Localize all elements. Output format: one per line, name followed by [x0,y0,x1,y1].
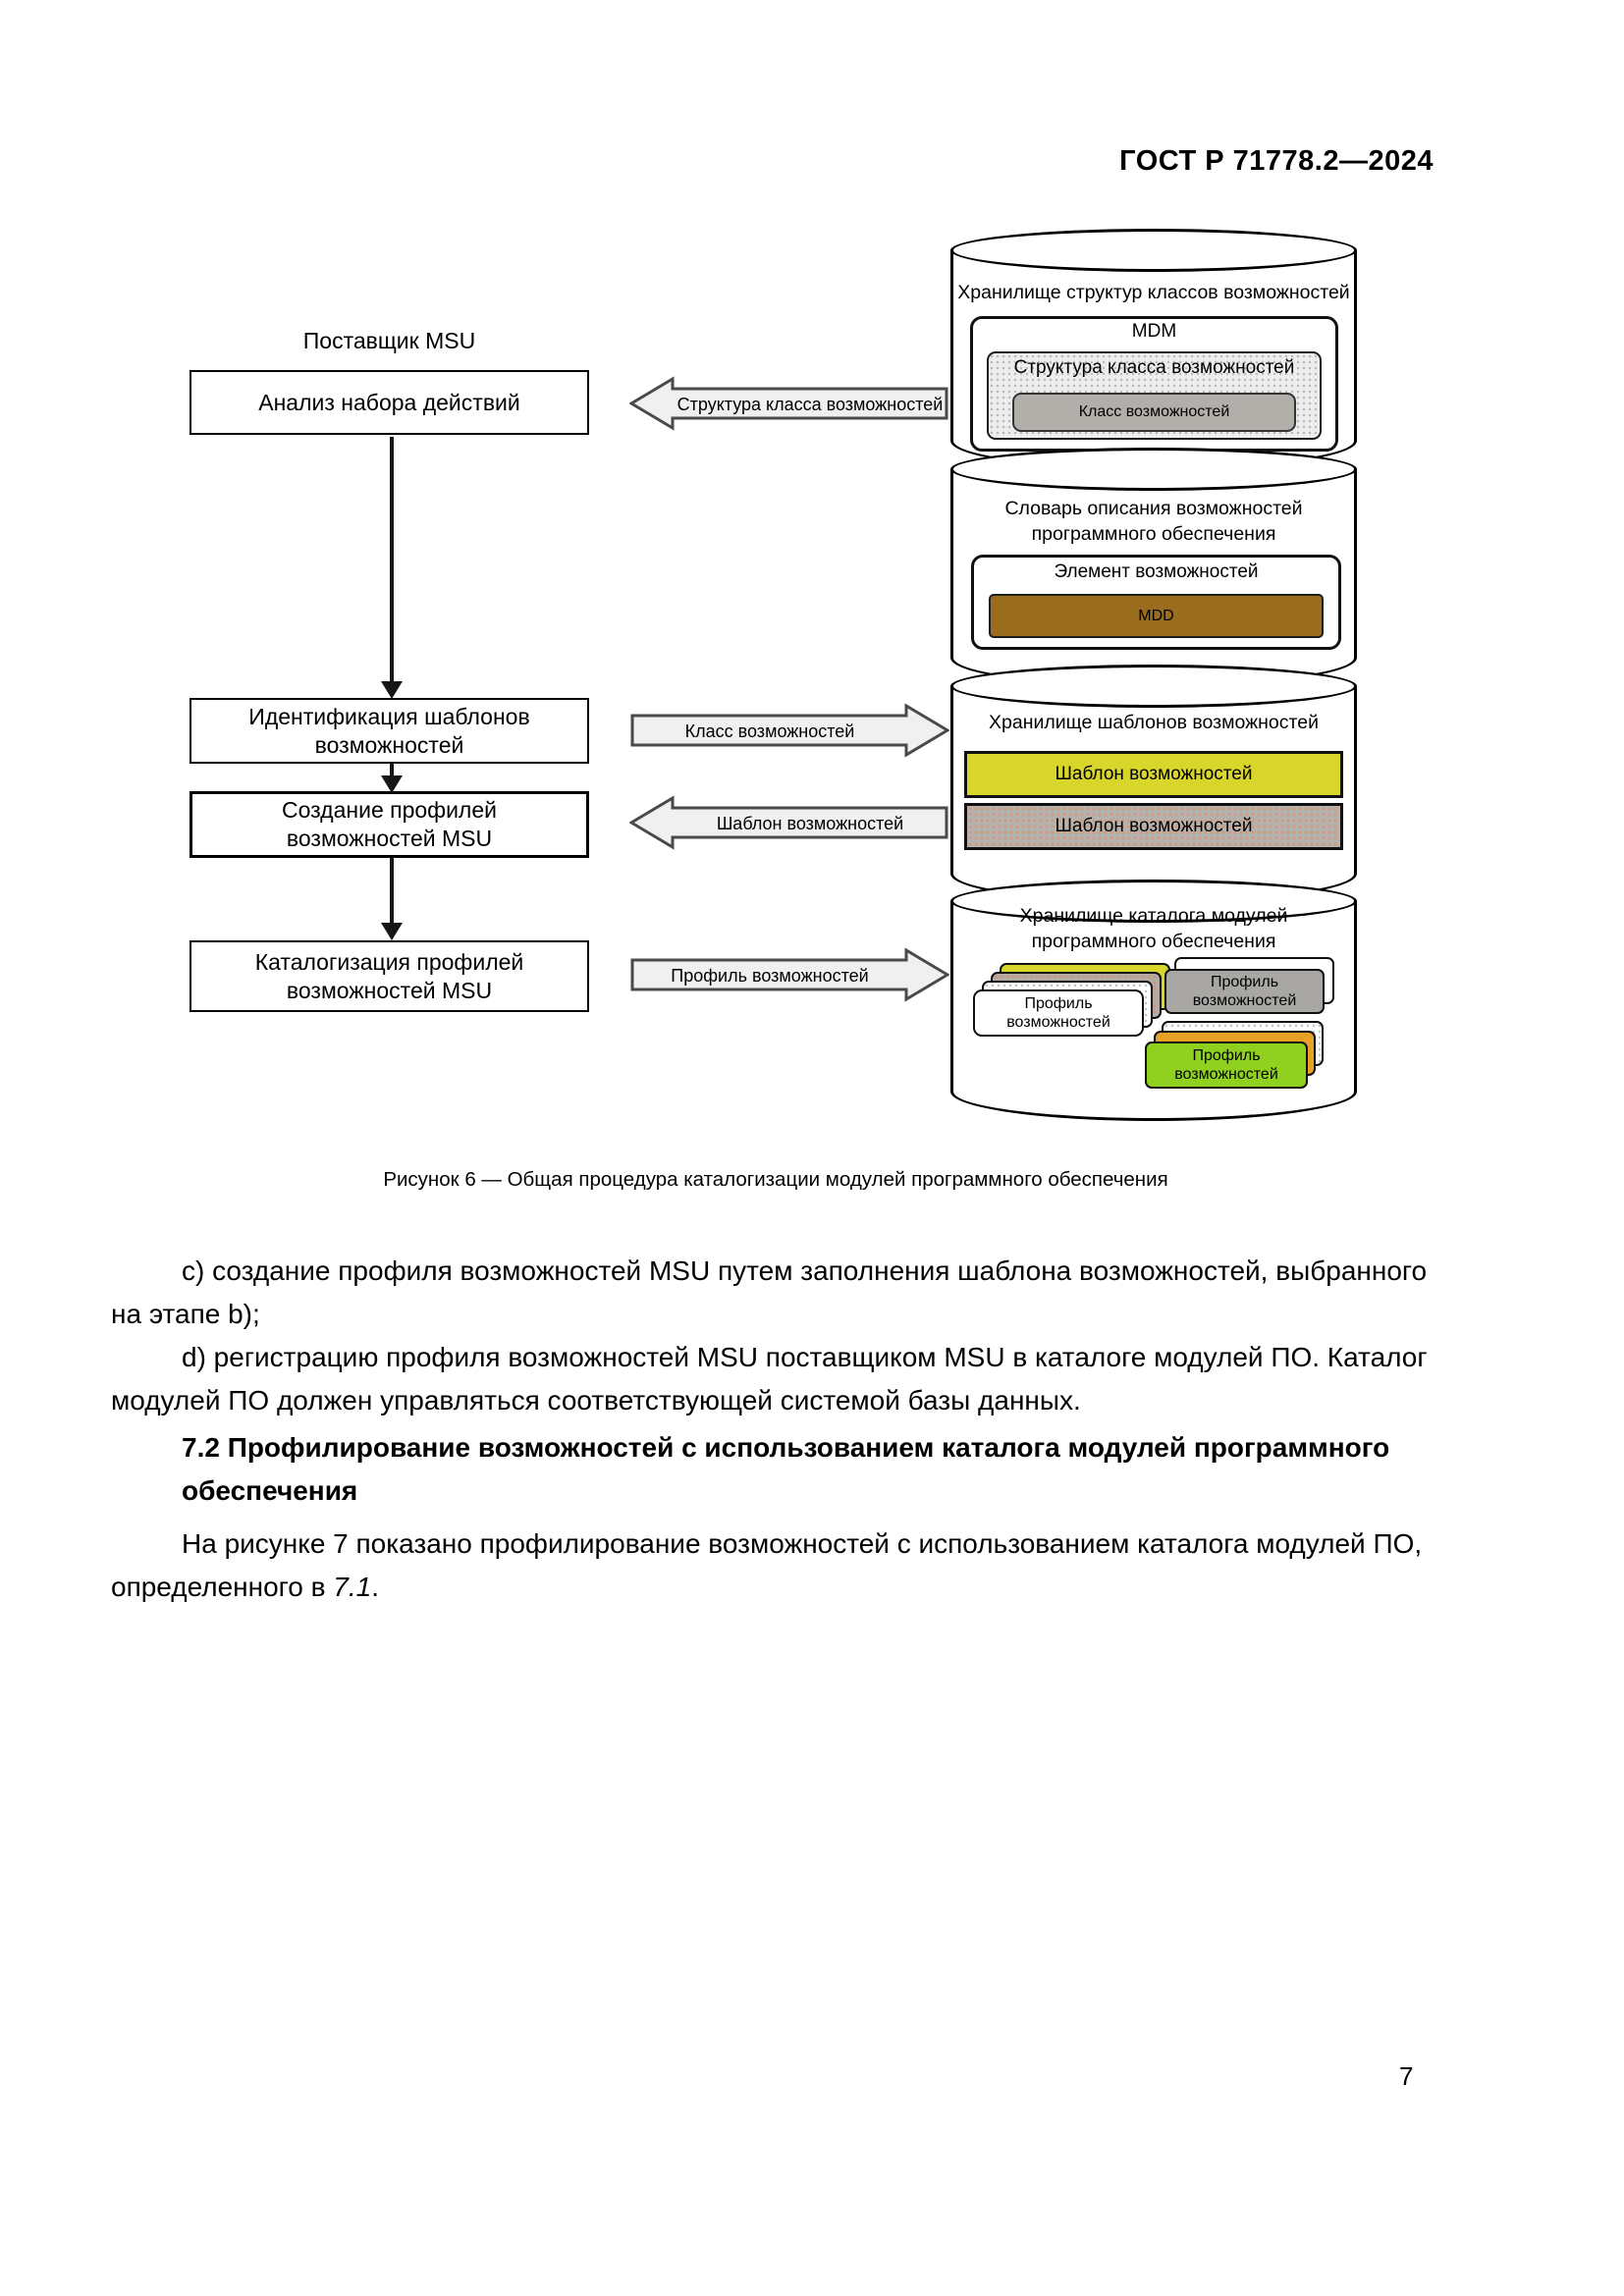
process-box-label: Идентификация шаблонов возможностей [248,703,530,758]
process-box-identification: Идентификация шаблонов возможностей [189,698,589,764]
mdm-box: MDM Структура класса возможностей Класс … [970,316,1338,452]
list-item-d-line2: модулей ПО должен управляться соответств… [111,1385,1081,1415]
class-label: Класс возможностей [1078,403,1230,420]
arrow-shape [630,947,949,1002]
store-catalog: Хранилище каталога модулей программного … [950,880,1357,1121]
process-box-label: Создание профилей возможностей MSU [282,797,497,851]
down-arrow-3-line [390,858,394,925]
store-title: Хранилище шаблонов возможностей [989,712,1319,733]
structure-class-box: Структура класса возможностей Класс возм… [987,351,1322,440]
flow-arrow-label: Класс возможностей [685,721,855,741]
para-figure-7-line1: На рисунке 7 показано профилирование воз… [182,1528,1423,1559]
store-title-line1: Словарь описания возможностей [1004,498,1303,519]
clause-ref-7-1: 7.1 [333,1572,372,1602]
mdd-label: MDD [1138,607,1174,624]
down-arrow-1-icon [381,681,403,699]
profile-card-label: Профиль возможностей [1192,974,1297,1009]
process-box-label: Каталогизация профилей возможностей MSU [254,948,524,1003]
section-heading-7-2-line1: 7.2 Профилирование возможностей с исполь… [182,1432,1390,1463]
template-box-gray: Шаблон возможностей [964,803,1343,850]
store-title-line1: Хранилище каталога модулей [1019,905,1288,927]
cylinder-cap [950,665,1357,708]
para-figure-7-line2: определенного в 7.1. [111,1571,1525,1604]
profile-card-white: Профиль возможностей [973,989,1144,1037]
down-arrow-1-line [390,437,394,683]
flow-arrow-profile-right-icon: Профиль возможностей [630,947,949,1002]
down-arrow-3-icon [381,923,403,940]
structure-class-label: Структура класса возможностей [1013,357,1295,378]
process-box-cataloging: Каталогизация профилей возможностей MSU [189,940,589,1012]
profile-card-green: Профиль возможностей [1145,1041,1308,1089]
flow-arrow-class-right-icon: Класс возможностей [630,703,949,758]
flow-arrow-structure-left-icon: Структура класса возможностей [629,376,948,431]
document-code-header: ГОСТ Р 71778.2—2024 [1119,145,1434,177]
arrow-shape [629,795,948,850]
flow-arrow-label: Шаблон возможностей [717,814,903,833]
profile-card-gray: Профиль возможностей [1164,969,1325,1014]
profile-card-label: Профиль возможностей [1174,1047,1278,1083]
supplier-msu-label: Поставщик MSU [302,328,476,353]
process-box-analysis: Анализ набора действий [189,370,589,435]
mdm-label: MDM [1131,321,1177,342]
flow-arrow-template-left-icon: Шаблон возможностей [629,795,948,850]
figure-caption: Рисунок 6 — Общая процедура каталогизаци… [383,1168,1168,1191]
element-box: Элемент возможностей MDD [971,555,1341,650]
store-dictionary: Словарь описания возможностей программно… [950,448,1357,687]
cylinder-cap [950,229,1357,272]
process-box-label: Анализ набора действий [258,389,520,415]
section-heading-7-2-line2: обеспечения [182,1475,358,1506]
store-templates: Хранилище шаблонов возможностей Шаблон в… [950,665,1357,903]
flow-arrow-label: Профиль возможностей [671,966,868,986]
class-box: Класс возможностей [1012,393,1296,432]
arrow-shape [629,376,948,431]
store-title-line2: программного обеспечения [1031,523,1276,545]
store-title: Хранилище структур классов возможностей [957,282,1350,303]
process-box-creation: Создание профилей возможностей MSU [189,791,589,858]
cylinder-cap [950,880,1357,923]
profile-card-label: Профиль возможностей [1006,995,1110,1031]
store-title-line2: программного обеспечения [1031,931,1276,952]
mdd-box: MDD [989,594,1324,638]
template-box-yellow: Шаблон возможностей [964,751,1343,798]
template-label: Шаблон возможностей [1055,816,1253,836]
element-label: Элемент возможностей [1054,561,1259,582]
flow-arrow-label: Структура класса возможностей [677,395,944,414]
page-number: 7 [1399,2061,1414,2091]
down-arrow-2-line [390,764,394,777]
para-text: определенного в [111,1572,334,1602]
arrow-shape [630,703,949,758]
list-item-c-line2: на этапе b); [111,1299,260,1329]
cylinder-cap [950,448,1357,491]
down-arrow-2-icon [381,775,403,793]
store-class-structures: Хранилище структур классов возможностей … [950,229,1357,470]
template-label: Шаблон возможностей [1055,764,1253,784]
list-item-d-line1: d) регистрацию профиля возможностей MSU … [182,1342,1428,1372]
list-item-c-line1: c) создание профиля возможностей MSU пут… [182,1255,1428,1286]
para-text: . [371,1572,379,1602]
